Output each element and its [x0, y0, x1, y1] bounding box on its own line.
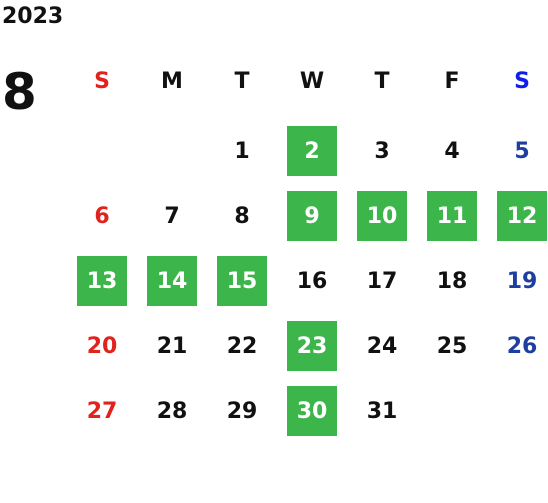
day-cell-1: 1	[234, 138, 250, 164]
weekday-header-fri: F	[444, 68, 460, 94]
day-cell-16: 16	[296, 268, 328, 294]
day-cell-31: 31	[366, 398, 398, 424]
day-cell-23: 23	[287, 321, 337, 371]
weekday-header-mon: M	[161, 68, 183, 94]
day-cell-14: 14	[147, 256, 197, 306]
day-cell-7: 7	[164, 203, 180, 229]
day-cell-27: 27	[86, 398, 118, 424]
day-cell-30: 30	[287, 386, 337, 436]
day-cell-9: 9	[287, 191, 337, 241]
day-cell-28: 28	[156, 398, 188, 424]
weekday-header-sun: S	[94, 68, 110, 94]
day-cell-2: 2	[287, 126, 337, 176]
weekday-header-thu: T	[374, 68, 390, 94]
day-cell-18: 18	[436, 268, 468, 294]
day-cell-13: 13	[77, 256, 127, 306]
day-cell-4: 4	[444, 138, 460, 164]
day-cell-8: 8	[234, 203, 250, 229]
day-cell-25: 25	[436, 333, 468, 359]
day-cell-29: 29	[226, 398, 258, 424]
day-cell-21: 21	[156, 333, 188, 359]
day-cell-12: 12	[497, 191, 547, 241]
day-cell-17: 17	[366, 268, 398, 294]
day-cell-11: 11	[427, 191, 477, 241]
day-cell-15: 15	[217, 256, 267, 306]
day-cell-24: 24	[366, 333, 398, 359]
day-cell-26: 26	[506, 333, 538, 359]
month-label: 8	[2, 63, 37, 121]
day-cell-3: 3	[374, 138, 390, 164]
weekday-header-tue: T	[234, 68, 250, 94]
weekday-header-wed: W	[299, 68, 325, 94]
day-cell-22: 22	[226, 333, 258, 359]
day-cell-10: 10	[357, 191, 407, 241]
day-cell-20: 20	[86, 333, 118, 359]
day-cell-5: 5	[514, 138, 530, 164]
weekday-header-sat: S	[514, 68, 530, 94]
day-cell-19: 19	[506, 268, 538, 294]
year-label: 2023	[2, 4, 64, 29]
day-cell-6: 6	[94, 203, 110, 229]
